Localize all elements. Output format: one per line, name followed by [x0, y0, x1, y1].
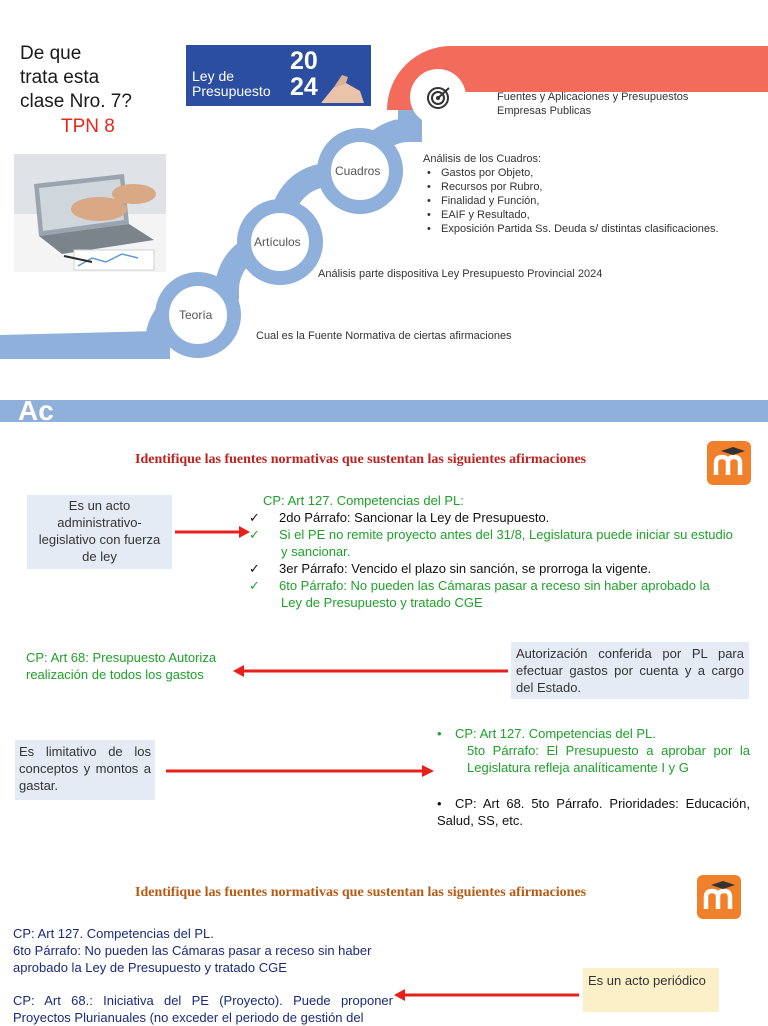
cp127b-sub: 5to Párrafo: El Presupuesto a aprobar po…: [437, 742, 750, 776]
arrow-left: [394, 989, 579, 1001]
statement-box-autorizacion: Autorización conferida por PL para efect…: [511, 642, 749, 699]
cp68-iniciativa: CP: Art 68.: Iniciativa del PE (Proyecto…: [13, 992, 393, 1026]
cp127b-title: •CP: Art 127. Competencias del PL.: [437, 725, 750, 742]
slide-lesson-overview: De que trata esta clase Nro. 7? TPN 8 Le…: [0, 0, 768, 385]
arrow-right: [166, 765, 434, 777]
arrow-left: [233, 665, 508, 677]
moodle-logo: [697, 875, 741, 919]
cp127-quinto-block: •CP: Art 127. Competencias del PL. 5to P…: [437, 725, 750, 776]
cp127-item-3er: ✓3er Párrafo: Vencido el plazo sin sanci…: [263, 560, 733, 577]
top-stage-text: Fuentes y Aplicaciones y Presupuestos Em…: [497, 90, 688, 118]
cuadros-list: Gastos por Objeto, Recursos por Rubro, F…: [423, 166, 719, 236]
cp68-presupuesto-autoriza: CP: Art 68: Presupuesto Autoriza realiza…: [26, 649, 216, 683]
cp127-item-31-8: ✓Si el PE no remite proyecto antes del 3…: [263, 526, 733, 560]
cp127-block: CP: Art 127. Competencias del PL: ✓2do P…: [263, 492, 733, 611]
slide2-heading: Identifique las fuentes normativas que s…: [135, 452, 586, 468]
cp127-item-6to: ✓6to Párrafo: No pueden las Cámaras pasa…: [263, 577, 733, 611]
cp127-title: CP: Art 127. Competencias del PL:: [263, 492, 733, 509]
cp127-receso: CP: Art 127. Competencias del PL. 6to Pá…: [13, 925, 393, 976]
cuadros-description: Análisis de los Cuadros: Gastos por Obje…: [423, 152, 719, 236]
cuadros-item: Gastos por Objeto,: [441, 166, 719, 180]
stage-label-articulos: Artículos: [254, 235, 301, 249]
target-icon: [426, 85, 452, 111]
slide-normative-sources-2: Identifique las fuentes normativas que s…: [0, 865, 768, 1024]
cuadros-title: Análisis de los Cuadros:: [423, 152, 719, 166]
arrow-right: [175, 526, 250, 538]
statement-box-limitativo: Es limitativo de los conceptos y montos …: [15, 740, 155, 800]
slide-normative-sources-1: Ac Identifique las fuentes normativas qu…: [0, 385, 768, 865]
slide3-heading: Identifique las fuentes normativas que s…: [135, 885, 586, 901]
cp127-item-2do: ✓2do Párrafo: Sancionar la Ley de Presup…: [263, 509, 733, 526]
header-bar: [0, 400, 768, 422]
articulos-description: Análisis parte dispositiva Ley Presupues…: [318, 267, 602, 281]
statement-box-acto-administrativo: Es un acto administrativo- legislativo c…: [27, 495, 172, 569]
stage-label-teoria: Teoría: [179, 308, 212, 322]
stage-label-cuadros: Cuadros: [335, 164, 380, 178]
cuadros-item: Exposición Partida Ss. Deuda s/ distinta…: [441, 222, 719, 236]
moodle-logo: [707, 441, 751, 485]
corner-heading: Ac: [18, 395, 58, 429]
cp68-prioridades: •CP: Art 68. 5to Párrafo. Prioridades: E…: [437, 795, 750, 829]
cuadros-item: Finalidad y Función,: [441, 194, 719, 208]
cuadros-item: Recursos por Rubro,: [441, 180, 719, 194]
teoria-description: Cual es la Fuente Normativa de ciertas a…: [256, 329, 512, 343]
cuadros-item: EAIF y Resultado,: [441, 208, 719, 222]
statement-box-periodico: Es un acto periódico: [583, 968, 719, 1012]
